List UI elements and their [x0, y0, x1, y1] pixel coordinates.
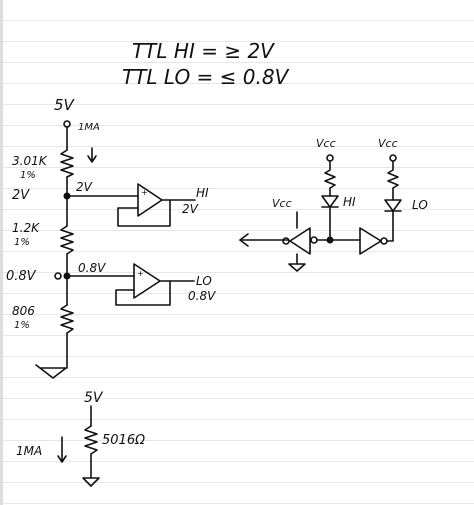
inverter-right-bubble: [380, 237, 388, 245]
vcc-right-label: Vcc: [378, 137, 398, 150]
led-hi-label: HI: [343, 195, 356, 209]
resistor-r3: [60, 304, 74, 334]
single-supply-label: 5V: [84, 390, 104, 406]
r3-value-label: 806: [12, 304, 35, 318]
led-hi-icon: [321, 195, 339, 208]
hi-output-label: HI: [196, 186, 209, 200]
ground-icon: [82, 477, 100, 487]
node-hi-label: 2V: [76, 180, 93, 194]
single-resistor-circuit: 5V 5016Ω 1MA: [16, 390, 145, 487]
hi-output-value: 2V: [182, 202, 199, 216]
inverter-left-icon: [289, 227, 311, 255]
ttl-lo-note: TTL LO = ≤ 0.8V: [122, 65, 290, 89]
voltage-divider: 5V 1MA 3.01K 1% 2V 2V 1.2K 1% 0.8V 0.8V …: [6, 96, 106, 379]
inverter-right-icon: [359, 227, 382, 255]
node-lo-label: 0.8V: [78, 261, 106, 275]
op-amp-hi-plus: +: [141, 188, 148, 197]
led-lo-label: LO: [412, 198, 428, 212]
inverter-left-bubble: [282, 237, 290, 245]
comparator-lo: + LO 0.8V: [66, 263, 216, 306]
node-lo-left-label: 0.8V: [6, 269, 37, 284]
header-notes: TTL HI = ≥ 2V TTL LO = ≤ 0.8V: [122, 39, 290, 89]
ground-icon: [35, 364, 67, 379]
op-amp-lo-plus: +: [137, 269, 144, 278]
junction-open: [310, 236, 318, 244]
divider-current-label: 1MA: [78, 122, 100, 133]
r3-tolerance-label: 1%: [14, 320, 30, 331]
divider-supply-label: 5V: [54, 96, 76, 114]
single-current-label: 1MA: [16, 444, 42, 458]
wire: [386, 214, 394, 242]
current-arrow-icon: [57, 436, 67, 463]
resistor-single: [84, 425, 98, 455]
page-margin-line: [0, 0, 3, 505]
resistor-r2: [60, 225, 74, 255]
led-logic-circuit: Vcc Vcc HI Vcc: [239, 137, 428, 272]
ground-icon: [288, 263, 306, 272]
single-resistor-label: 5016Ω: [102, 433, 145, 448]
feedback-loop-lo: [115, 280, 171, 306]
lo-output-label: LO: [196, 274, 212, 288]
r1-value-label: 3.01K: [12, 154, 48, 168]
r2-tolerance-label: 1%: [14, 237, 30, 248]
output-arrow-icon: [239, 233, 249, 247]
ttl-hi-note: TTL HI = ≥ 2V: [132, 39, 275, 63]
resistor-hi-led: [324, 160, 336, 197]
r2-value-label: 1.2K: [12, 221, 40, 235]
led-lo-icon: [384, 199, 402, 212]
op-amp-hi-icon: [137, 183, 163, 217]
vcc-left-label: Vcc: [272, 197, 292, 210]
resistor-r1: [60, 149, 74, 178]
current-arrow-icon: [87, 147, 97, 163]
node-hi-left-label: 2V: [12, 188, 30, 203]
feedback-loop-hi: [117, 199, 171, 227]
resistor-lo-led: [387, 160, 399, 201]
vcc-right-terminal: [389, 154, 397, 162]
vcc-mid-terminal: [326, 154, 334, 162]
supply-terminal: [63, 120, 71, 128]
vcc-mid-label: Vcc: [316, 137, 336, 150]
node-lo-test-point: [54, 272, 62, 280]
comparator-hi: + HI 2V: [66, 183, 209, 227]
op-amp-lo-icon: [133, 263, 161, 299]
lo-output-value: 0.8V: [188, 289, 216, 303]
r1-tolerance-label: 1%: [20, 170, 36, 181]
